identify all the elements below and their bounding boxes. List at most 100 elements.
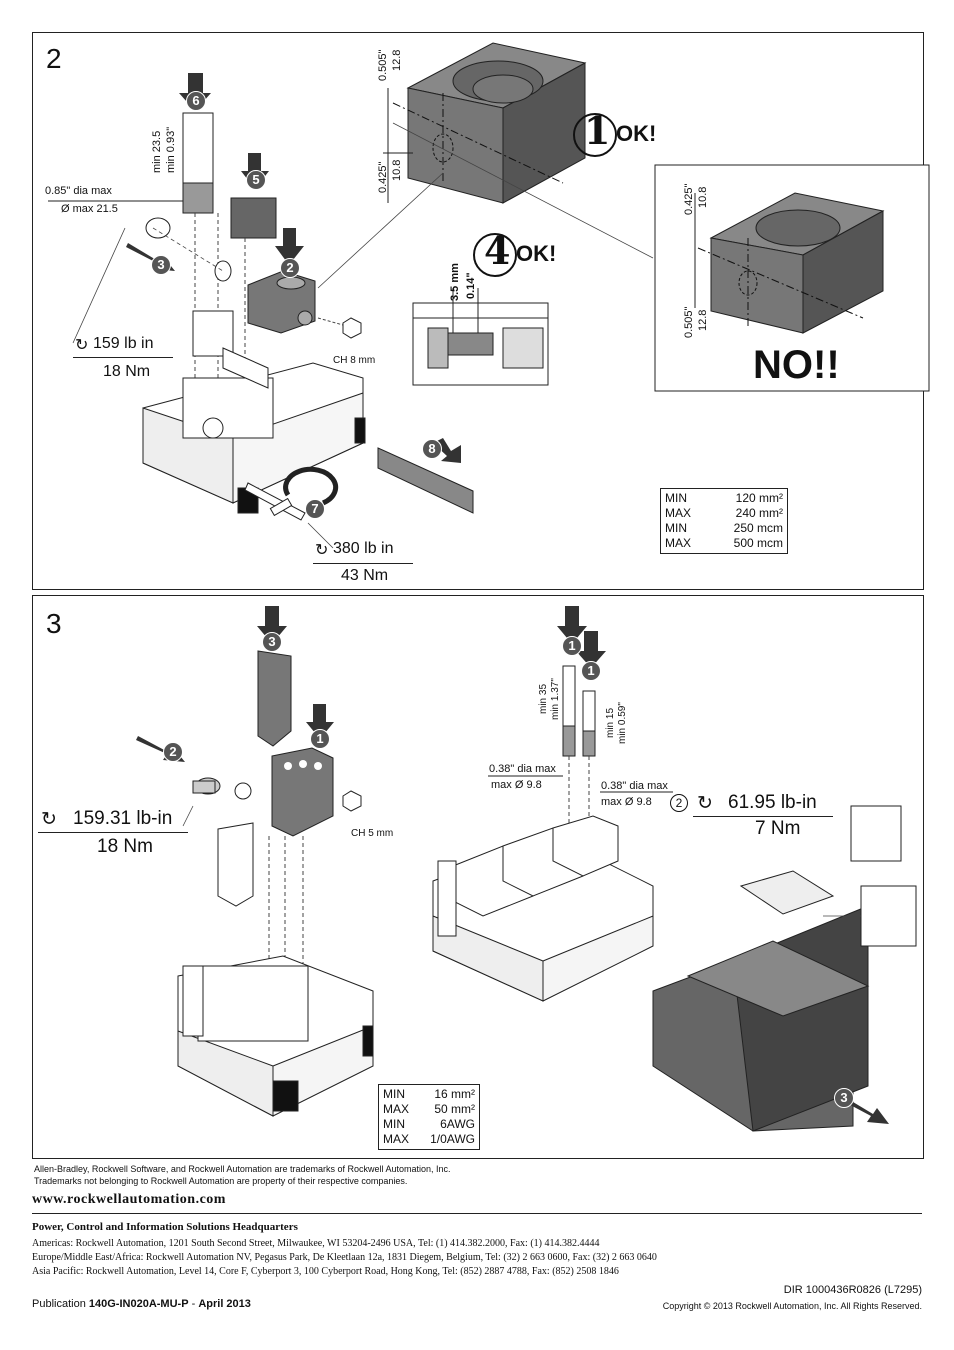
dim-bottom-mm: 10.8 (391, 159, 403, 181)
trademark-line-2: Trademarks not belonging to Rockwell Aut… (34, 1176, 408, 1186)
step-badge: 3 (151, 255, 171, 275)
hex-label: CH 8 mm (333, 355, 376, 366)
step-badge: 1 (310, 729, 330, 749)
spec-label: MAX (665, 536, 692, 550)
torque1-nm: 18 Nm (103, 363, 151, 380)
step-badge: 3 (834, 1088, 854, 1108)
dia2-in: 0.38" dia max (601, 780, 668, 792)
publication-prefix: Publication (32, 1298, 86, 1310)
strip1-in: min 1.37" (550, 678, 561, 720)
step-badge: 3 (262, 632, 282, 652)
spec-value: 16 mm² (434, 1087, 475, 1101)
torque-left-icon: ↻ (41, 809, 57, 830)
step-number: 3 (46, 608, 62, 639)
ok4-circle (473, 233, 517, 277)
spec-value: 250 mcm (733, 521, 783, 535)
step-number: 2 (46, 43, 62, 74)
terminal-cube-ok (392, 42, 587, 204)
publication-date: April 2013 (198, 1298, 251, 1310)
inset-dim-top-mm: 10.8 (697, 186, 709, 208)
inset-dim-top-in: 0.425" (683, 183, 695, 215)
hex-label: CH 5 mm (351, 828, 394, 839)
publication-sep: - (188, 1298, 199, 1310)
torque-left-nm: 18 Nm (97, 836, 153, 857)
spec-label: MIN (383, 1087, 405, 1101)
spec-value: 50 mm² (434, 1102, 475, 1116)
strip-min-in: min 0.93" (165, 126, 177, 173)
dim-bottom-in: 0.425" (377, 161, 389, 193)
spec-label: MIN (383, 1117, 405, 1131)
gap-in: 0.14" (465, 272, 477, 299)
step-badge: 1 (562, 636, 582, 656)
no-label: NO!! (753, 343, 840, 387)
inset-dim-bottom-in: 0.505" (683, 306, 695, 338)
strip2-mm: min 15 (605, 707, 616, 738)
spec-label: MAX (383, 1132, 410, 1146)
step-badge: 8 (422, 439, 442, 459)
spec-label: MIN (665, 521, 687, 535)
step-badge: 1 (581, 661, 601, 681)
torque-left-rule (38, 832, 188, 833)
step-badge: 5 (246, 170, 266, 190)
torque2-lbin: 380 lb in (333, 540, 394, 557)
spec-value: 500 mcm (733, 536, 783, 550)
step-badge: 6 (186, 91, 206, 111)
dia1-in: 0.38" dia max (489, 763, 556, 775)
ok1-number: 1 (584, 108, 611, 153)
strip-min-mm: min 23.5 (151, 130, 163, 173)
step-badge: 7 (305, 499, 325, 519)
dia2-mm: max Ø 9.8 (601, 796, 652, 808)
dia1-mm: max Ø 9.8 (491, 779, 542, 791)
ok1-circle (573, 113, 617, 157)
gap-mm: 3.5 mm (449, 263, 461, 301)
publication-number: 140G-IN020A-MU-P (88, 1298, 189, 1310)
torque2-nm: 43 Nm (341, 567, 389, 584)
spec-value: 240 mm² (735, 506, 783, 520)
torque-right-step: 2 (670, 794, 688, 812)
strip1-mm: min 35 (538, 683, 549, 714)
torque-left-lbin: 159.31 lb-in (73, 808, 173, 829)
torque1-lbin: 159 lb in (93, 335, 154, 352)
conductor-spec-table: MIN 16 mm² MAX 50 mm² MIN 6AWG MAX 1/0AWG (378, 1084, 480, 1150)
hq-title: Power, Control and Information Solutions… (32, 1221, 298, 1233)
strip2-in: min 0.59" (617, 702, 628, 744)
step-2-panel: 2 (32, 32, 930, 590)
dim-top-in: 0.505" (377, 49, 389, 81)
apac-address: Asia Pacific: Rockwell Automation, Level… (32, 1266, 619, 1277)
dim-top-mm: 12.8 (391, 49, 403, 71)
step-3-panel: 3 (32, 595, 924, 1159)
inset-dim-bottom-mm: 12.8 (697, 309, 709, 331)
copyright: Copyright © 2013 Rockwell Automation, In… (662, 1301, 922, 1311)
torque-right-nm: 7 Nm (755, 818, 801, 839)
torque-right-rule (693, 816, 833, 817)
torque2-rule (313, 563, 413, 564)
website-link[interactable]: www.rockwellautomation.com (32, 1192, 226, 1207)
torque1-icon: ↻ (75, 337, 89, 354)
conductor-spec-table: MIN 120 mm² MAX 240 mm² MIN 250 mcm MAX 500 … (660, 488, 788, 554)
spec-label: MAX (665, 506, 692, 520)
emea-address: Europe/Middle East/Africa: Rockwell Auto… (32, 1252, 657, 1263)
spec-value: 1/0AWG (430, 1132, 475, 1146)
dia-max-in: 0.85" dia max (45, 185, 112, 197)
dir-number: DIR 1000436R0826 (L7295) (783, 1284, 922, 1296)
step-3-illustration (136, 606, 917, 1132)
spec-value: 6AWG (440, 1117, 475, 1131)
americas-address: Americas: Rockwell Automation, 1201 Sout… (32, 1238, 600, 1249)
ok4-label: OK! (516, 241, 557, 266)
torque2-icon: ↻ (315, 542, 329, 559)
step-badge: 2 (163, 742, 183, 762)
step-2-illustration (48, 42, 930, 549)
torque-right-lbin: 61.95 lb-in (728, 792, 817, 813)
trademark-line-1: Allen-Bradley, Rockwell Software, and Ro… (34, 1164, 451, 1174)
terminal-cube-no (697, 192, 885, 334)
spec-label: MAX (383, 1102, 410, 1116)
torque-right-icon: ↻ (697, 793, 713, 814)
torque1-rule (73, 357, 173, 358)
spec-label: MIN (665, 491, 687, 505)
publication-info: Publication 140G-IN020A-MU-P - April 201… (32, 1298, 251, 1310)
ok4-number: 4 (484, 228, 511, 273)
footer-rule (32, 1213, 922, 1214)
dia-max-mm: Ø max 21.5 (61, 203, 118, 215)
ok1-label: OK! (616, 121, 657, 146)
spec-value: 120 mm² (735, 491, 783, 505)
